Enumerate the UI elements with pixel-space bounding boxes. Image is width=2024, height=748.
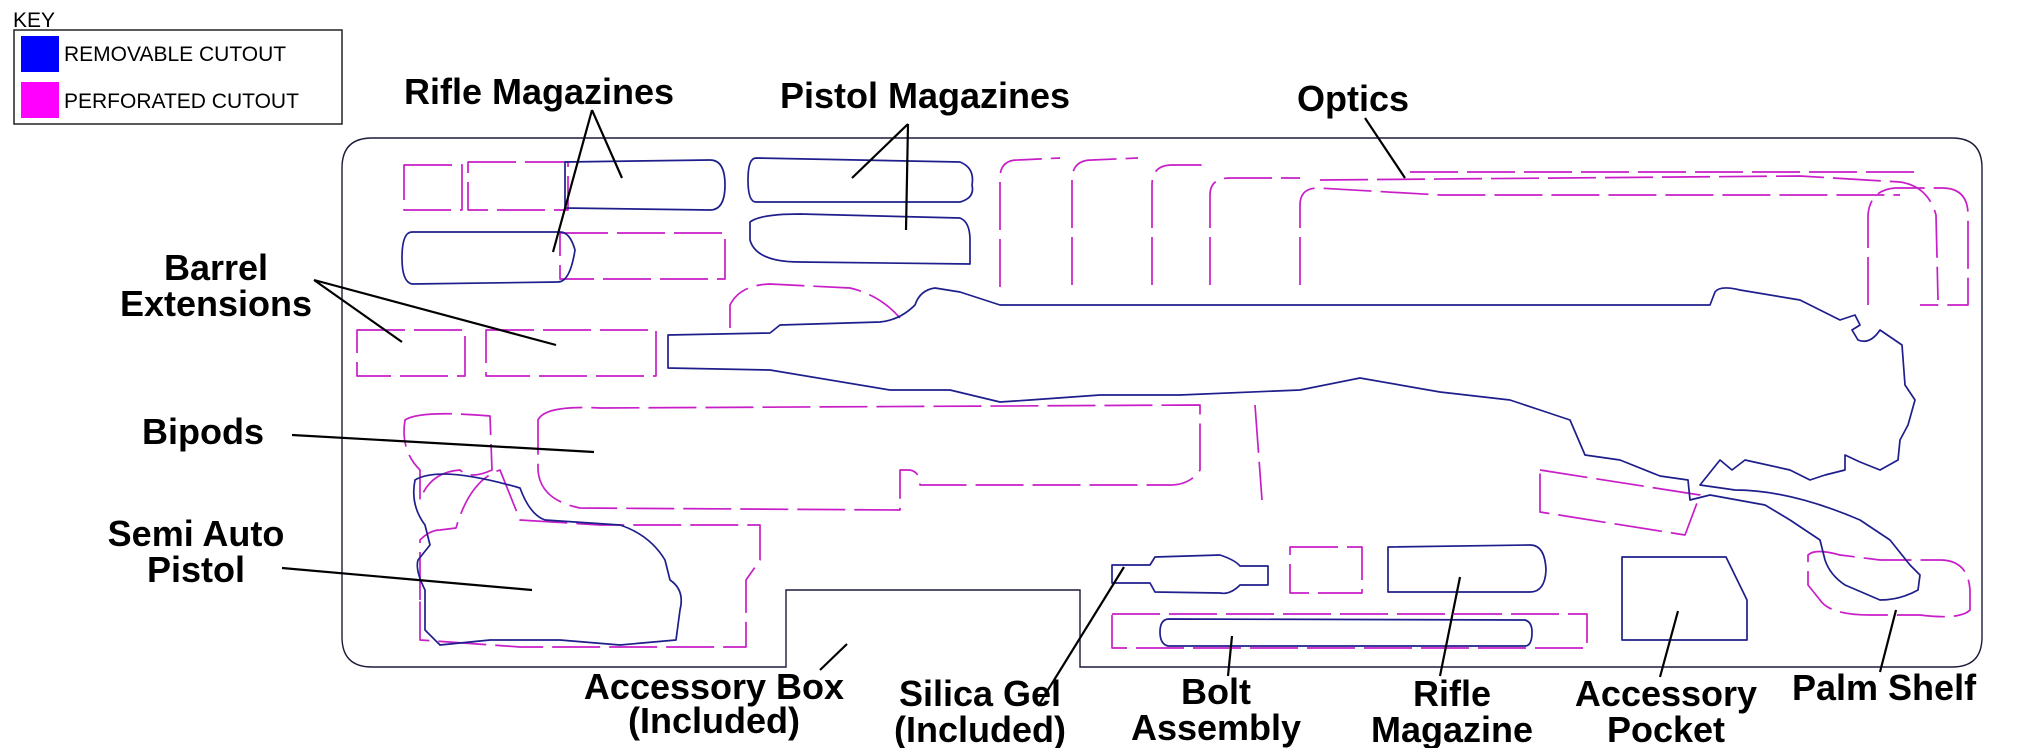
optic-4	[1209, 177, 1300, 285]
optic-6	[1319, 175, 1939, 301]
label-palm-shelf: Palm Shelf	[1792, 667, 1977, 708]
label-barrel-extensions-1: Barrel	[164, 247, 268, 288]
legend-swatch-perforated	[21, 82, 59, 118]
label-accessory-box-1: Accessory Box	[584, 666, 844, 707]
label-accessory-pocket-2: Pocket	[1607, 709, 1725, 748]
label-barrel-extensions-2: Extensions	[120, 283, 312, 324]
barrel-extension-1	[356, 329, 466, 377]
bipod-3	[1254, 404, 1263, 501]
pistol-perforated	[419, 469, 761, 648]
rifle-magazine-1	[564, 159, 726, 211]
bolt-perforated	[1111, 613, 1588, 649]
rifle-mag-perforated-1	[403, 164, 463, 211]
rifle-stock-perforated	[729, 283, 901, 328]
label-bolt-assembly-1: Bolt	[1181, 671, 1251, 712]
leader-lines	[281, 109, 1898, 707]
rifle-mag-perforated-3	[559, 232, 726, 280]
label-rifle-magazines: Rifle Magazines	[404, 71, 674, 112]
accessory-pocket	[1621, 556, 1748, 641]
pistol-magazine-2	[749, 213, 971, 265]
rifle-magazine-3	[1387, 544, 1547, 593]
callout-labels: Rifle Magazines Pistol Magazines Optics …	[108, 71, 1977, 748]
perforated-cutouts	[356, 157, 1971, 649]
label-accessory-box-2: (Included)	[628, 700, 800, 741]
label-semi-auto-pistol-1: Semi Auto	[108, 513, 285, 554]
optic-2	[1071, 157, 1139, 285]
silica-gel-packet	[1111, 554, 1269, 595]
case-outline	[341, 137, 1983, 668]
bolt-assembly	[1159, 618, 1533, 647]
grip-perforated	[1539, 469, 1701, 536]
optic-1	[999, 157, 1061, 287]
semi-auto-pistol	[412, 473, 683, 646]
label-rifle-magazine-1: Rifle	[1413, 673, 1491, 714]
label-semi-auto-pistol-2: Pistol	[147, 549, 245, 590]
bipod-1	[403, 412, 493, 501]
optic-5	[1299, 187, 1900, 285]
rifle-silhouette	[667, 287, 1921, 601]
pistol-magazine-1	[747, 157, 974, 203]
legend: KEY REMOVABLE CUTOUT PERFORATED CUTOUT	[13, 9, 343, 125]
rifle-magazine-2	[401, 231, 576, 285]
barrel-extension-2	[485, 329, 657, 377]
label-bolt-assembly-2: Assembly	[1131, 707, 1301, 748]
legend-label-removable: REMOVABLE CUTOUT	[64, 43, 286, 66]
label-pistol-magazines: Pistol Magazines	[780, 75, 1070, 116]
label-silica-gel-1: Silica Gel	[899, 673, 1061, 714]
optic-7	[1867, 187, 1969, 306]
optic-3	[1151, 164, 1210, 285]
label-silica-gel-2: (Included)	[894, 709, 1066, 748]
legend-title: KEY	[13, 9, 55, 32]
legend-swatch-removable	[21, 36, 59, 72]
rifle-mag-perforated-2	[467, 161, 569, 211]
legend-box	[13, 29, 343, 125]
label-accessory-pocket-1: Accessory	[1575, 673, 1757, 714]
removable-cutouts	[401, 157, 1921, 647]
label-rifle-magazine-2: Magazine	[1371, 709, 1533, 748]
legend-label-perforated: PERFORATED CUTOUT	[64, 90, 299, 113]
palm-shelf-perforated	[1807, 550, 1971, 618]
bipod-2	[537, 404, 1201, 511]
silica-perforated	[1289, 546, 1363, 594]
label-bipods: Bipods	[142, 411, 264, 452]
label-optics: Optics	[1297, 78, 1409, 119]
